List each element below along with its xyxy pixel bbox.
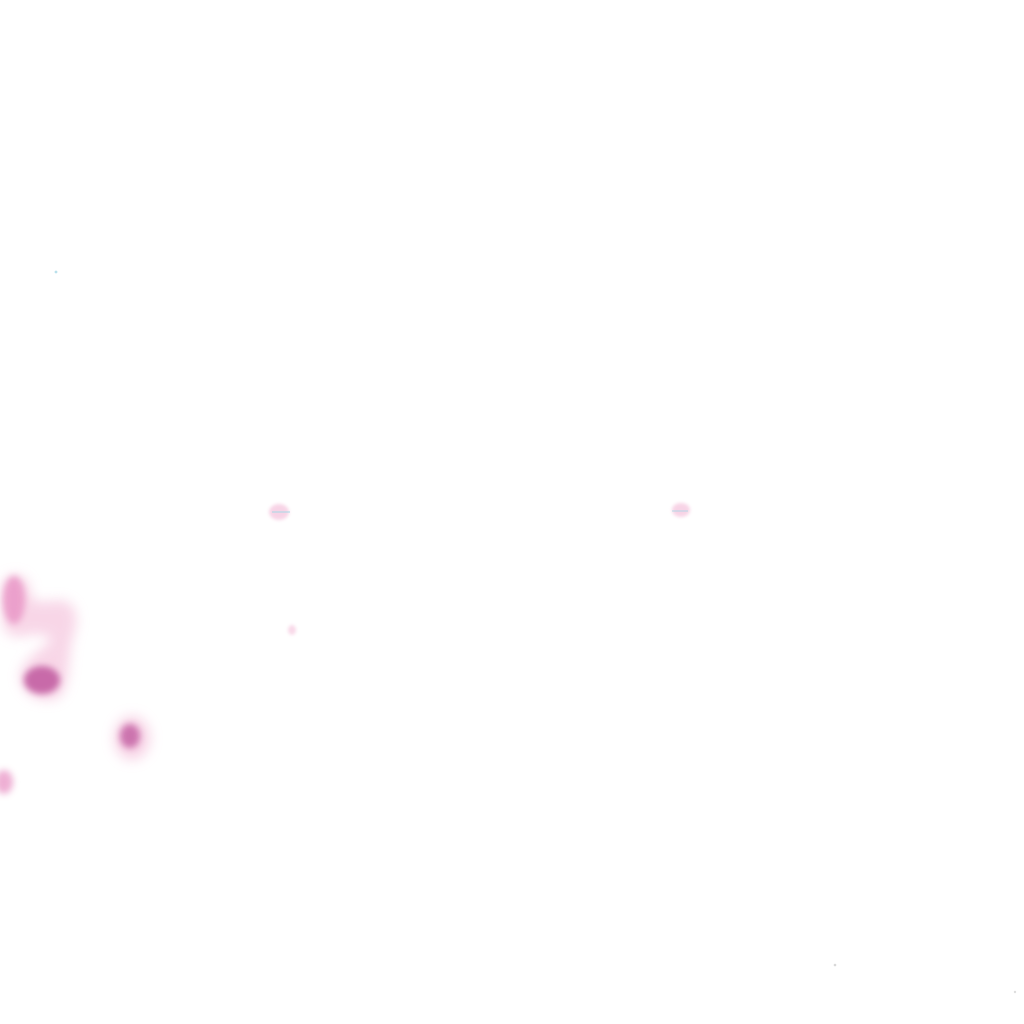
cyan-speck-top-left	[54, 270, 58, 274]
stain-speck-b	[672, 503, 690, 517]
stain-cluster-left	[1, 574, 77, 700]
gray-speck-bottom-edge	[1013, 990, 1017, 994]
gray-speck-bottom-right	[833, 963, 837, 967]
stain-speck-c	[288, 625, 296, 635]
stain-edge-fragment	[0, 770, 13, 794]
stain-nucleus-blob	[114, 716, 150, 760]
